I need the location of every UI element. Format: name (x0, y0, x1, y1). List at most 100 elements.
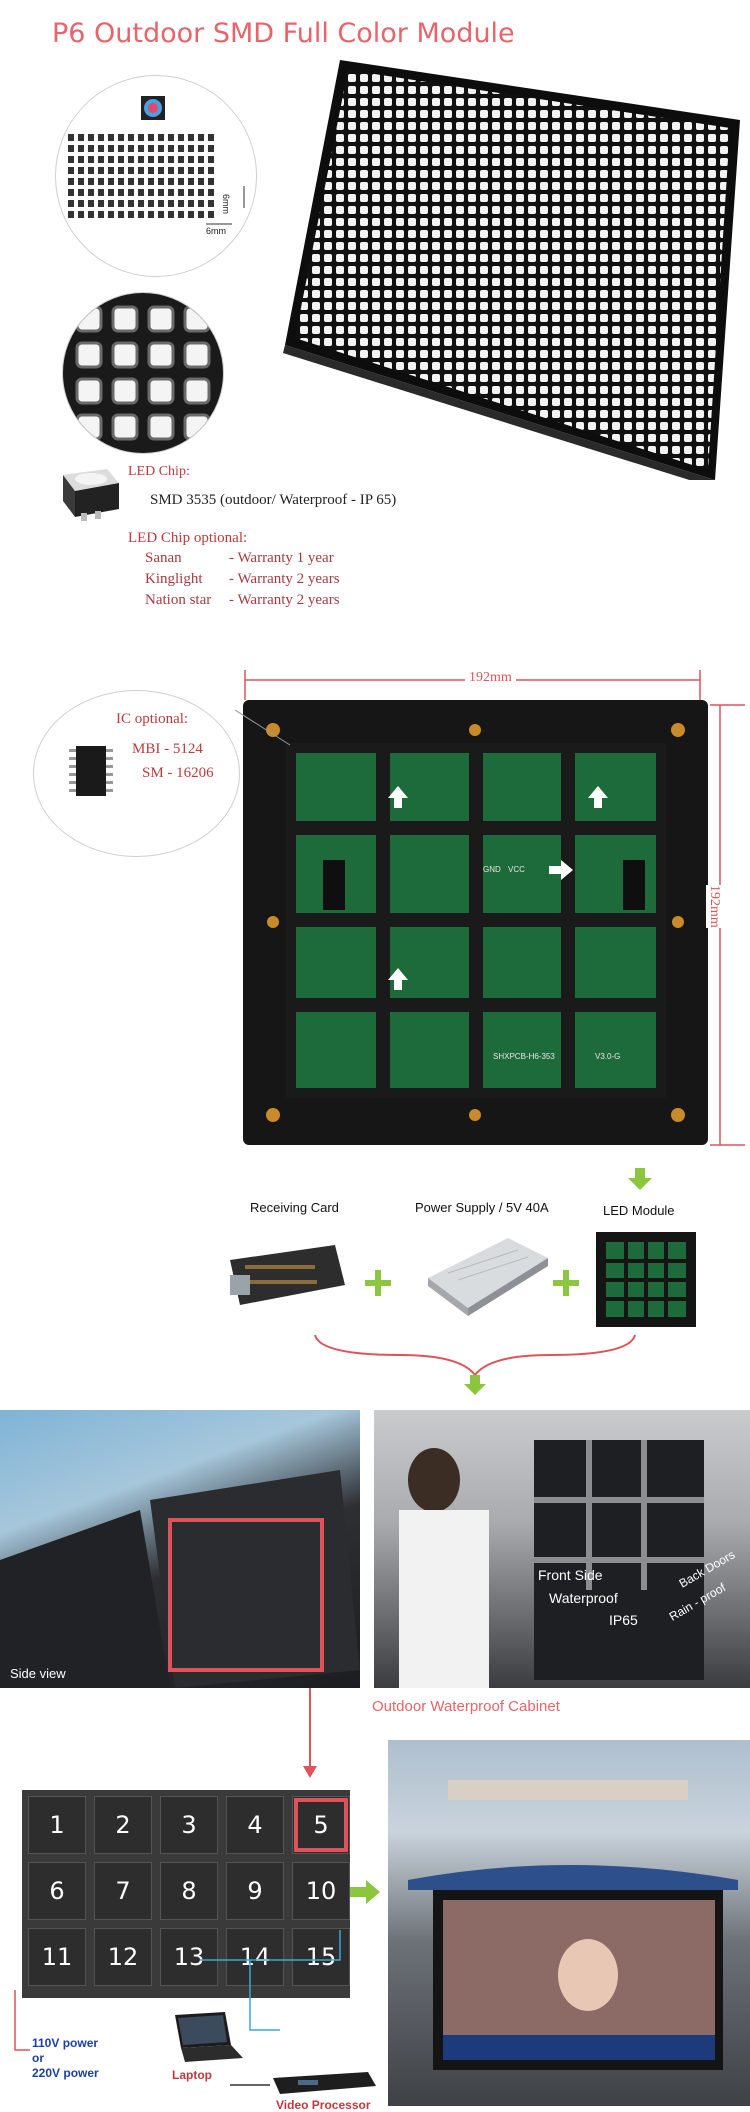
pixel-dot (158, 211, 164, 218)
width-dimension: 192mm (465, 670, 516, 686)
cabinet-connector (303, 1688, 317, 1778)
pixel-dot (88, 167, 94, 174)
brand-name: Kinglight (145, 571, 203, 587)
pixel-dot (128, 156, 134, 163)
pixel-dot (158, 189, 164, 196)
power-supply-icon (428, 1238, 548, 1316)
pixel-dot (148, 134, 154, 141)
front-side-label: Front Side (538, 1567, 603, 1583)
pixel-dot (168, 189, 174, 196)
pixel-dot (128, 167, 134, 174)
video-processor-icon (273, 2072, 376, 2094)
brand-name: Sanan (145, 550, 182, 566)
pixel-dot (158, 167, 164, 174)
cabinet-installation-photo: Front Side Waterproof IP65 Back Doors Ra… (374, 1410, 750, 1688)
side-view-photo: Side view (0, 1410, 360, 1688)
pixel-dot (168, 211, 174, 218)
pitch-label-vertical: 6mm (221, 194, 231, 214)
pixel-dot (88, 189, 94, 196)
led-chip-icon (63, 469, 119, 521)
pixel-dot (188, 145, 194, 152)
pixel-dot (208, 134, 214, 141)
pixel-dot (78, 134, 84, 141)
pixel-dot (108, 189, 114, 196)
pixel-dot (208, 178, 214, 185)
dimension-lines (244, 670, 745, 1146)
pixel-dot (158, 156, 164, 163)
pixel-dot (198, 134, 204, 141)
wiring-diagram (14, 1930, 341, 2086)
receiving-card-label: Receiving Card (250, 1200, 339, 1215)
pixel-dot (208, 167, 214, 174)
pixel-dot (138, 211, 144, 218)
pixel-dot (208, 156, 214, 163)
smd-led (147, 377, 175, 405)
side-view-label: Side view (10, 1666, 66, 1681)
smd-closeup-icon (75, 305, 211, 441)
smd-led (111, 413, 139, 441)
pixel-dot (198, 211, 204, 218)
led-brand-row: Nation star - Warranty 2 years (145, 592, 340, 613)
pixel-dot (168, 156, 174, 163)
ic-item-2: SM - 16206 (142, 765, 214, 781)
pixel-dot (88, 134, 94, 141)
pixel-dot (78, 211, 84, 218)
cabinet-tile: 8 (160, 1862, 218, 1920)
pixel-dot (118, 167, 124, 174)
led-module-illustration (283, 60, 740, 480)
pitch-label-horizontal: 6mm (206, 226, 226, 236)
pixel-dot (108, 167, 114, 174)
pixel-dot (188, 211, 194, 218)
pixel-dot (88, 211, 94, 218)
pixel-dot (148, 211, 154, 218)
cabinet-tile: 7 (94, 1862, 152, 1920)
pixel-dot (78, 178, 84, 185)
pixel-dot (138, 178, 144, 185)
pixel-dot (198, 167, 204, 174)
pixel-dot (138, 156, 144, 163)
pixel-dot (98, 211, 104, 218)
pixel-dot (128, 145, 134, 152)
green-down-arrow-icon (628, 1168, 652, 1190)
cabinet-panel: 1 2 3 4 5 6 7 8 9 10 11 12 13 14 15 (22, 1790, 350, 1998)
smd-led (75, 305, 103, 333)
pixel-dot (108, 156, 114, 163)
pixel-dot (138, 167, 144, 174)
pcb-label-gnd: GND (483, 865, 501, 874)
pixel-dot (98, 156, 104, 163)
pixel-dot (98, 200, 104, 207)
pixel-dot (148, 200, 154, 207)
pixel-dot (118, 145, 124, 152)
led-brand-list: Sanan - Warranty 1 year Kinglight - Warr… (145, 550, 340, 613)
cabinet-tile: 10 (292, 1862, 350, 1920)
pixel-dot (158, 200, 164, 207)
pixel-dot (118, 156, 124, 163)
installed-screen-photo (388, 1740, 750, 2106)
led-module-thumbnail (596, 1232, 696, 1327)
pixel-dot (148, 189, 154, 196)
smd-led (111, 377, 139, 405)
led-module-label: LED Module (603, 1203, 675, 1218)
smd-led (75, 413, 103, 441)
page-title: P6 Outdoor SMD Full Color Module (52, 18, 515, 49)
pixel-dot (208, 145, 214, 152)
pixel-dot (108, 134, 114, 141)
cabinet-tile: 2 (94, 1796, 152, 1854)
pixel-dot (188, 134, 194, 141)
pcb-label-vcc: VCC (508, 865, 525, 874)
pixel-dot (78, 156, 84, 163)
pixel-dot (208, 200, 214, 207)
pixel-dot (138, 189, 144, 196)
cabinet-tile: 12 (94, 1928, 152, 1986)
pixel-dot (178, 211, 184, 218)
ic-chip-icon (69, 746, 113, 796)
pixel-dot (98, 167, 104, 174)
pixel-dot (68, 167, 74, 174)
pixel-dot (68, 134, 74, 141)
cabinet-tile: 6 (28, 1862, 86, 1920)
pixel-pitch-zoom: 6mm 6mm (55, 75, 257, 277)
brace-connector (314, 1334, 636, 1377)
cabinet-tile: 1 (28, 1796, 86, 1854)
power-supply-label: Power Supply / 5V 40A (415, 1200, 549, 1215)
pixel-dot (78, 200, 84, 207)
